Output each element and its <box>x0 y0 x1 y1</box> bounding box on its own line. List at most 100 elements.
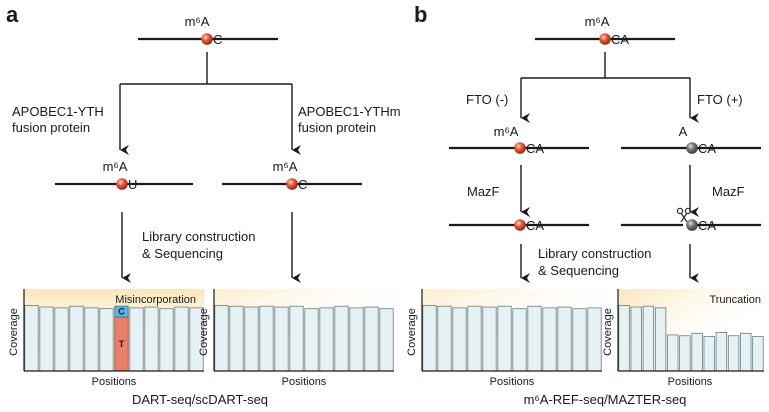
t-segment-label: T <box>119 339 125 349</box>
coverage-bar <box>99 308 114 372</box>
right-protein-line2: fusion protein <box>298 120 376 135</box>
right-protein-line1: APOBEC1-YTHm <box>298 104 401 119</box>
panel-b-right-strand: A CA <box>621 124 761 156</box>
coverage-bar <box>84 307 99 372</box>
dart-left-plot: CT Misincorporation Coverage Positions <box>8 289 204 388</box>
library-step-line2: & Sequencing <box>142 246 223 261</box>
plot-glow <box>422 289 602 371</box>
coverage-bar <box>557 306 572 372</box>
coverage-bar <box>54 307 69 372</box>
coverage-bar <box>304 308 319 372</box>
coverage-bar <box>319 307 334 372</box>
plot-glow <box>24 289 204 371</box>
coverage-bar <box>618 304 630 372</box>
left-protein-line2: fusion protein <box>12 120 90 135</box>
panel-b-right-cut-strand: CA <box>621 207 761 233</box>
panel-b-letter: b <box>414 2 427 27</box>
coverage-bar <box>259 305 274 372</box>
base-label: CA <box>698 218 716 233</box>
panel-a-left-strand: m⁶A U <box>55 159 193 192</box>
m6a-label: m⁶A <box>273 159 298 174</box>
m6a-dot <box>116 178 128 190</box>
coverage-bar <box>667 334 679 372</box>
mazf-label-right: MazF <box>712 184 745 199</box>
coverage-bar <box>379 308 394 372</box>
base-label: CA <box>526 141 544 156</box>
scissors-icon <box>676 207 692 223</box>
coverage-bar <box>691 332 703 372</box>
left-protein-line1: APOBEC1-YTH <box>12 104 104 119</box>
coverage-bar <box>289 305 304 372</box>
fto-plus-label: FTO (+) <box>697 92 743 107</box>
plot-glow <box>618 289 764 371</box>
m6a-dot <box>514 142 526 154</box>
base-label: C <box>213 32 222 47</box>
base-label: CA <box>698 141 716 156</box>
coverage-bar <box>214 304 229 372</box>
x-axis-label: Positions <box>668 376 713 388</box>
y-axis-label: Coverage <box>406 308 418 356</box>
panel-b-top-strand: m⁶A CA <box>535 14 675 47</box>
coverage-bar <box>349 307 364 372</box>
panel-b-split-arrows <box>520 52 699 123</box>
coverage-bar <box>527 305 542 372</box>
coverage-bar <box>274 306 289 372</box>
panel-b-left-cut-strand: CA <box>449 218 589 233</box>
library-step-line1: Library construction <box>142 229 255 244</box>
a-dot <box>686 142 698 154</box>
coverage-bar <box>24 304 39 372</box>
coverage-bar <box>497 305 512 372</box>
coverage-bar <box>740 332 752 372</box>
coverage-bar <box>482 306 497 372</box>
coverage-bar <box>129 307 144 372</box>
panel-a-letter: a <box>6 2 19 27</box>
panel-a-right-strand: m⁶A C <box>222 159 362 192</box>
m6a-dot <box>286 178 298 190</box>
x-axis-label: Positions <box>92 376 137 388</box>
coverage-bar <box>542 307 557 372</box>
coverage-bar <box>334 305 349 372</box>
coverage-bar <box>174 306 189 372</box>
coverage-bar <box>364 306 379 372</box>
base-label: CA <box>611 32 629 47</box>
panel-a: a m⁶A C APOBEC1-YTH fusion protein APOBE… <box>6 2 401 407</box>
coverage-bar <box>39 306 54 372</box>
plot-glow <box>214 289 394 371</box>
coverage-bar <box>422 304 437 372</box>
coverage-bar <box>572 308 587 372</box>
y-axis-label: Coverage <box>602 308 614 356</box>
coverage-bar <box>229 305 244 372</box>
coverage-bar <box>752 336 764 372</box>
coverage-bar <box>512 308 527 372</box>
coverage-bar <box>244 306 259 372</box>
coverage-bar <box>467 305 482 372</box>
panel-b-left-strand: m⁶A CA <box>449 124 589 156</box>
coverage-bar <box>437 305 452 372</box>
y-axis-label: Coverage <box>8 308 20 356</box>
m6a-label: m⁶A <box>585 14 610 29</box>
m6a-label: m⁶A <box>185 14 210 29</box>
m6a-dot <box>201 33 213 45</box>
coverage-bar <box>452 307 467 372</box>
m6a-label: m⁶A <box>494 124 519 139</box>
mazf-label-left: MazF <box>467 184 500 199</box>
coverage-bar <box>727 335 740 372</box>
mref-left-plot: Coverage Positions <box>406 289 602 388</box>
coverage-bar <box>679 335 691 372</box>
coverage-bar <box>144 306 159 372</box>
m6a-dot <box>599 33 611 45</box>
base-label: CA <box>526 218 544 233</box>
fto-minus-label: FTO (-) <box>466 92 508 107</box>
panel-a-top-strand: m⁶A C <box>138 14 278 47</box>
a-dot <box>686 219 698 231</box>
base-label: U <box>128 177 137 192</box>
coverage-bar <box>630 306 642 372</box>
x-axis-label: Positions <box>282 376 327 388</box>
coverage-bar <box>715 332 728 372</box>
panel-a-caption: DART-seq/scDART-seq <box>132 392 268 407</box>
dart-right-plot: Coverage Positions <box>198 289 394 388</box>
coverage-bar <box>703 336 715 372</box>
panel-a-split-arrows <box>119 52 301 155</box>
coverage-bar <box>69 305 84 372</box>
